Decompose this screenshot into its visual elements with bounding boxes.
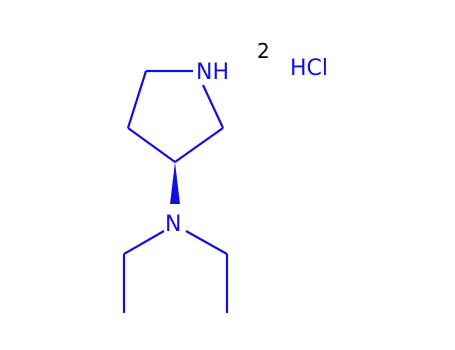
bond-n-ethyl2-ch2 — [185, 230, 228, 255]
ring-nh-label: NH — [196, 60, 229, 85]
bond-c2-c3 — [126, 70, 148, 129]
bond-nh-c5 — [202, 84, 224, 129]
amine-n-label: N — [165, 212, 181, 237]
stoichiometry-coefficient: 2 — [257, 39, 270, 63]
hcl-salt-label: HCl — [290, 56, 328, 81]
wedge-bond-c4-n — [170, 162, 180, 204]
bond-c4-c5 — [174, 127, 224, 163]
bond-n-ethyl1-ch2 — [123, 230, 165, 255]
bond-c3-c4 — [127, 127, 176, 163]
